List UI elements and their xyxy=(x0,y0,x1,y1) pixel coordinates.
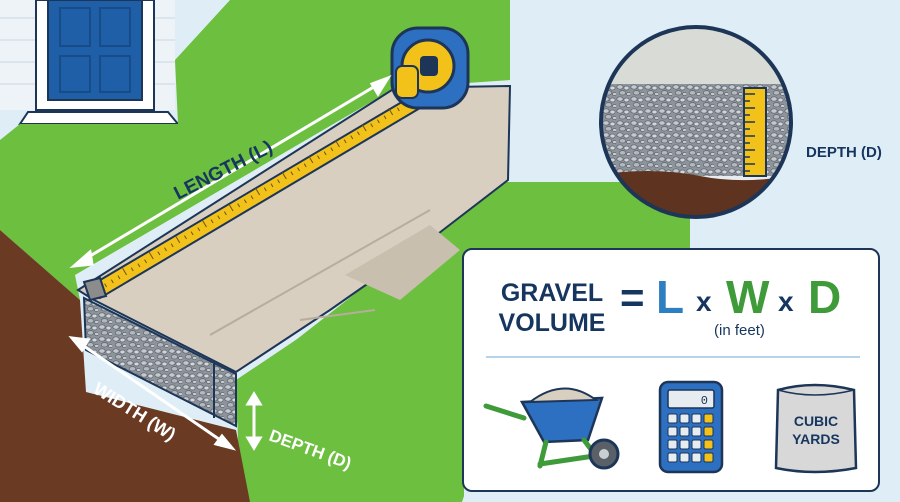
tape-tick xyxy=(357,131,360,136)
front-door xyxy=(18,0,181,125)
tape-tick xyxy=(122,267,128,276)
calculator-key xyxy=(679,413,690,424)
tape-tick xyxy=(190,231,194,236)
tape-tick xyxy=(157,251,161,256)
calculator-icon: 0 xyxy=(658,380,724,474)
multiply-sign-2: x xyxy=(778,286,794,317)
length-variable: L xyxy=(656,271,685,323)
tape-tick xyxy=(130,267,134,272)
tape-tick xyxy=(317,155,320,160)
tape-tick xyxy=(243,199,247,204)
calculator-key xyxy=(667,413,678,424)
tape-tick xyxy=(117,275,121,280)
calculator-key xyxy=(703,426,714,437)
tape-tick xyxy=(110,279,114,284)
tape-measure-icon xyxy=(390,26,470,110)
formula-subject-line2: VOLUME xyxy=(498,309,606,337)
tape-tick xyxy=(184,235,187,240)
tape-tick xyxy=(277,179,281,184)
units-note: (in feet) xyxy=(714,322,765,339)
tape-tick xyxy=(361,123,367,132)
calculator-key xyxy=(691,439,702,450)
calculator-key xyxy=(691,426,702,437)
tape-tick xyxy=(144,259,147,264)
tape-tick xyxy=(270,183,274,188)
calculator-key xyxy=(667,426,678,437)
calculator-key xyxy=(679,439,690,450)
tape-tick xyxy=(237,203,241,208)
calculator-key xyxy=(691,452,702,463)
tape-tick xyxy=(175,235,181,244)
calculator-key xyxy=(703,439,714,450)
tape-tick xyxy=(370,123,374,128)
width-arrow xyxy=(68,336,237,451)
icon-row: 0 CUBIC YARDS xyxy=(483,380,858,474)
tape-tick xyxy=(202,219,207,228)
tape-tick xyxy=(164,247,167,252)
tape-tick xyxy=(148,251,154,260)
tape-tick xyxy=(376,119,380,124)
calculator-display: 0 xyxy=(701,394,708,408)
tape-tick xyxy=(210,219,214,224)
lawn-left xyxy=(0,0,510,300)
tape-measure xyxy=(82,26,470,302)
tape-tick xyxy=(297,167,300,172)
tape-tick xyxy=(281,171,287,180)
tape-tick xyxy=(255,187,261,196)
tape-tick xyxy=(396,107,400,112)
tape-tick xyxy=(330,147,334,152)
soil-cross-section xyxy=(0,230,250,502)
tape-tick xyxy=(263,187,267,192)
tape-tick xyxy=(137,263,141,268)
length-arrow xyxy=(69,75,392,269)
bag-label-line1: CUBIC xyxy=(794,413,838,429)
tape-tick xyxy=(228,203,234,212)
calculator-key xyxy=(679,426,690,437)
calculator-key xyxy=(703,413,714,424)
formula-subject: GRAVEL VOLUME xyxy=(492,278,612,338)
tape-tick xyxy=(170,243,174,248)
calculator-key xyxy=(691,413,702,424)
tape-tick xyxy=(388,107,394,116)
calculator-key xyxy=(679,452,690,463)
wheelbarrow-icon xyxy=(483,387,620,470)
calculator-key xyxy=(703,452,714,463)
gravel-bag-icon: CUBIC YARDS xyxy=(774,383,858,474)
formula-card: GRAVEL VOLUME = L x W x D (in feet) xyxy=(462,248,880,492)
tape-tick xyxy=(290,171,294,176)
tape-tick xyxy=(303,163,307,168)
calculator-key xyxy=(667,439,678,450)
divider xyxy=(486,356,860,358)
depth-variable: D xyxy=(808,271,842,323)
calculator-key xyxy=(667,452,678,463)
equals-sign: = xyxy=(620,274,645,321)
formula-subject-line1: GRAVEL xyxy=(500,279,604,307)
tape-tick xyxy=(335,139,340,148)
bag-label-line2: YARDS xyxy=(792,431,840,447)
gravel-base-layer xyxy=(82,296,237,428)
tape-tick xyxy=(323,151,327,156)
tape-tick xyxy=(217,215,221,220)
tape-tick xyxy=(383,115,387,120)
depth-label-inset: DEPTH (D) xyxy=(806,144,882,161)
tape-tick xyxy=(223,211,227,216)
tape-tick xyxy=(104,283,108,288)
depth-arrow xyxy=(245,391,263,451)
tape-tick xyxy=(343,139,347,144)
tape-tick xyxy=(250,195,254,200)
tape-tick xyxy=(308,155,314,164)
width-variable: W xyxy=(726,271,770,323)
tape-tick xyxy=(197,227,201,232)
tape-tick xyxy=(350,135,354,140)
multiply-sign-1: x xyxy=(696,286,712,317)
